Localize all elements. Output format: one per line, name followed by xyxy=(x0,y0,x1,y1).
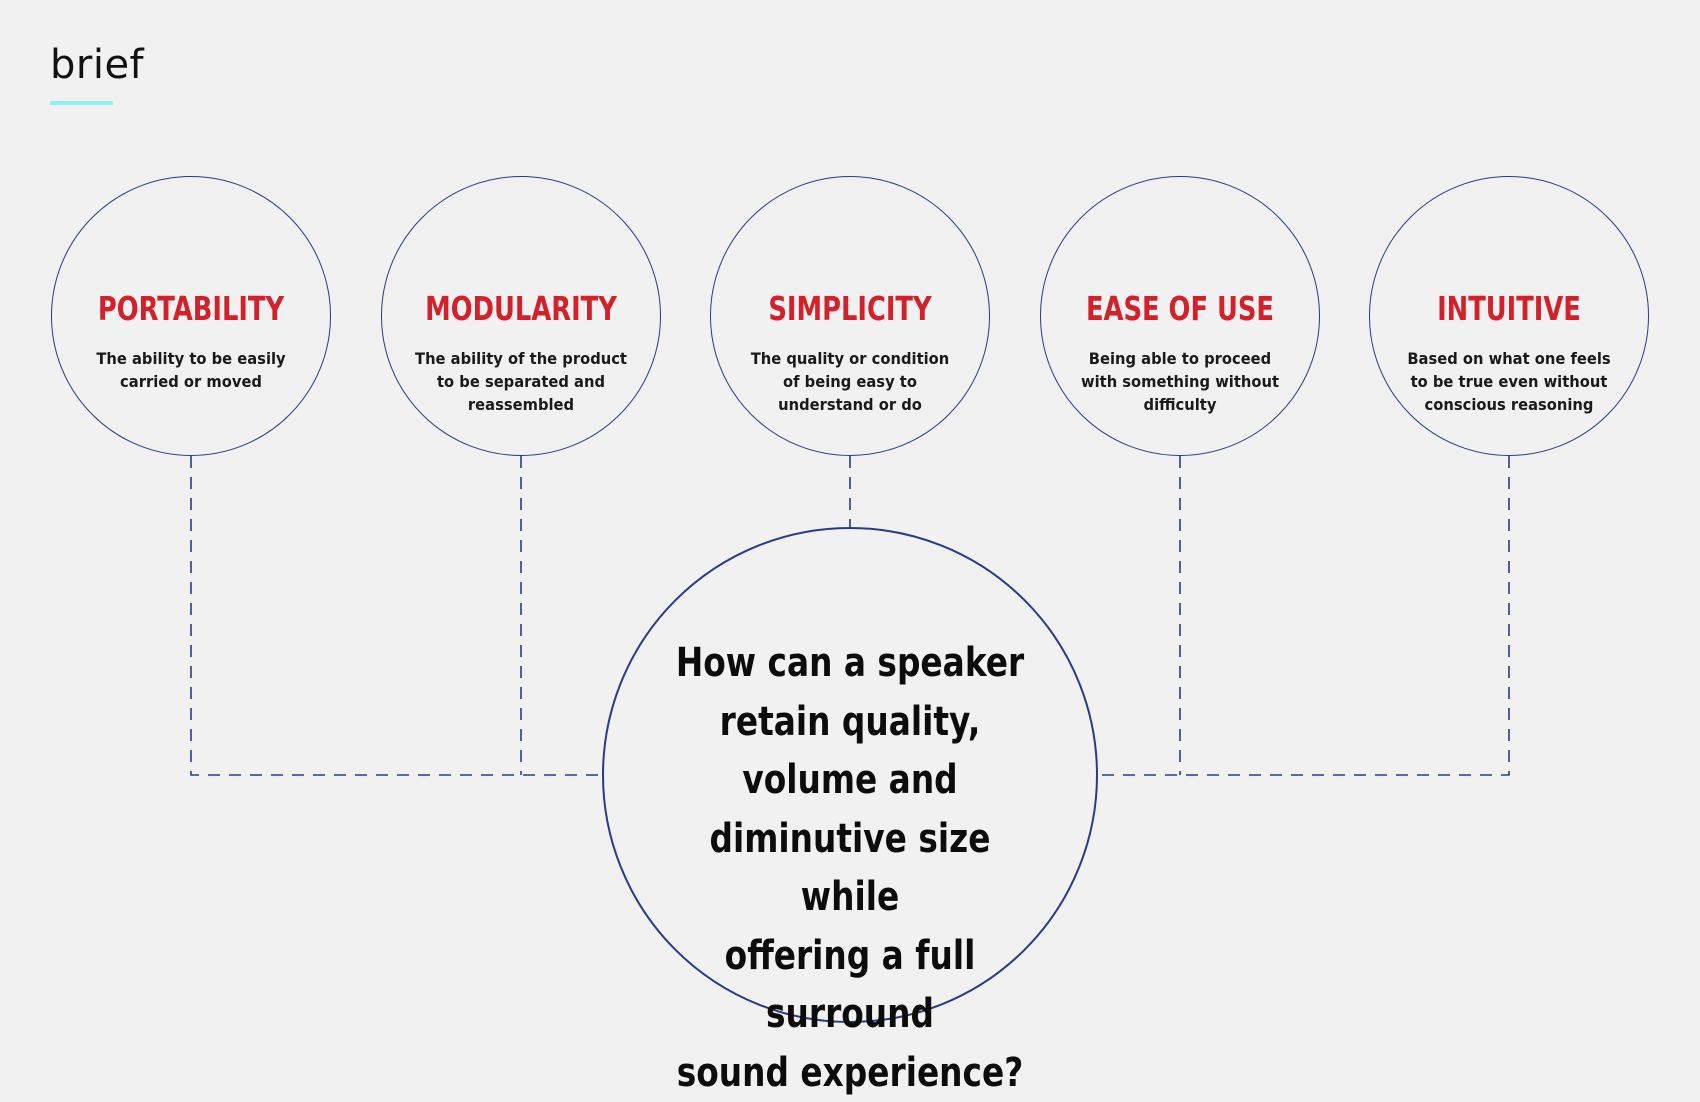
pillar-description: The quality or condition of being easy t… xyxy=(722,347,978,416)
connector-intuitive xyxy=(1098,456,1509,775)
core-question-line: offering a full surround xyxy=(665,927,1036,1044)
pillar-ease-of-use: EASE OF USE Being able to proceed with s… xyxy=(1040,176,1320,456)
core-question: How can a speaker retain quality, volume… xyxy=(665,634,1036,1102)
pillar-title: INTUITIVE xyxy=(1401,289,1618,329)
pillar-title: EASE OF USE xyxy=(1072,289,1289,329)
pillar-title: PORTABILITY xyxy=(83,289,300,329)
pillar-title: SIMPLICITY xyxy=(742,289,959,329)
pillar-description: The ability of the product to be separat… xyxy=(393,347,649,416)
pillar-simplicity: SIMPLICITY The quality or condition of b… xyxy=(710,176,990,456)
connector-portability xyxy=(191,456,602,775)
pillar-portability: PORTABILITY The ability to be easily car… xyxy=(51,176,331,456)
core-question-circle: How can a speaker retain quality, volume… xyxy=(602,527,1098,1023)
pillar-description: The ability to be easily carried or move… xyxy=(63,347,319,393)
pillar-description: Being able to proceed with something wit… xyxy=(1052,347,1308,416)
core-question-line: sound experience? xyxy=(665,1044,1036,1102)
pillar-modularity: MODULARITY The ability of the product to… xyxy=(381,176,661,456)
pillar-description: Based on what one feels to be true even … xyxy=(1381,347,1637,416)
core-question-line: retain quality, volume and xyxy=(665,693,1036,810)
pillar-title: MODULARITY xyxy=(413,289,630,329)
pillar-intuitive: INTUITIVE Based on what one feels to be … xyxy=(1369,176,1649,456)
core-question-line: diminutive size while xyxy=(665,810,1036,927)
core-question-line: How can a speaker xyxy=(665,634,1036,693)
